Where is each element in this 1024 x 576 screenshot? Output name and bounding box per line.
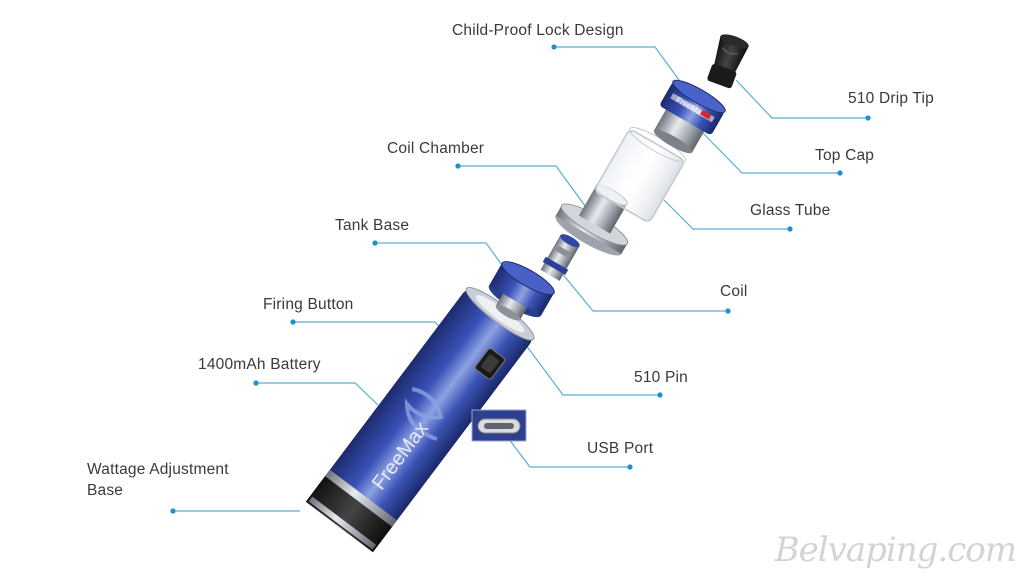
label-coil: Coil	[720, 283, 748, 300]
leader-coil	[555, 265, 728, 312]
label-battery: 1400mAh Battery	[198, 356, 321, 373]
battery-body: FreeMax	[305, 287, 535, 553]
leader-coil-chamber	[458, 165, 589, 211]
leader-lines	[173, 46, 868, 512]
drip-tip-part	[707, 34, 749, 89]
leader-battery	[256, 382, 379, 406]
label-child-proof-lock: Child-Proof Lock Design	[452, 22, 624, 39]
label-drip-tip: 510 Drip Tip	[848, 90, 934, 107]
tank-base-part	[488, 261, 555, 321]
usb-port-inset	[471, 409, 527, 442]
label-firing-button: Firing Button	[263, 296, 354, 313]
glass-tube-part	[595, 127, 686, 222]
label-usb-port: USB Port	[587, 440, 654, 457]
label-coil-chamber: Coil Chamber	[387, 140, 485, 157]
label-wattage-base: Wattage Adjustment Base	[87, 461, 229, 499]
leader-child-proof	[554, 46, 691, 96]
watermark: Belvaping.com	[774, 530, 1017, 570]
label-glass-tube: Glass Tube	[750, 202, 831, 219]
coil-part	[540, 234, 580, 281]
label-tank-base: Tank Base	[335, 217, 410, 234]
leader-drip-tip	[735, 79, 868, 119]
leader-glass-tube	[663, 199, 790, 230]
label-510-pin: 510 Pin	[634, 369, 688, 386]
label-top-cap: Top Cap	[815, 147, 875, 164]
leader-usb-port	[507, 437, 630, 468]
leader-dots	[170, 44, 871, 514]
top-cap-part: FreeMax	[653, 79, 726, 154]
leader-top-cap	[699, 129, 840, 174]
